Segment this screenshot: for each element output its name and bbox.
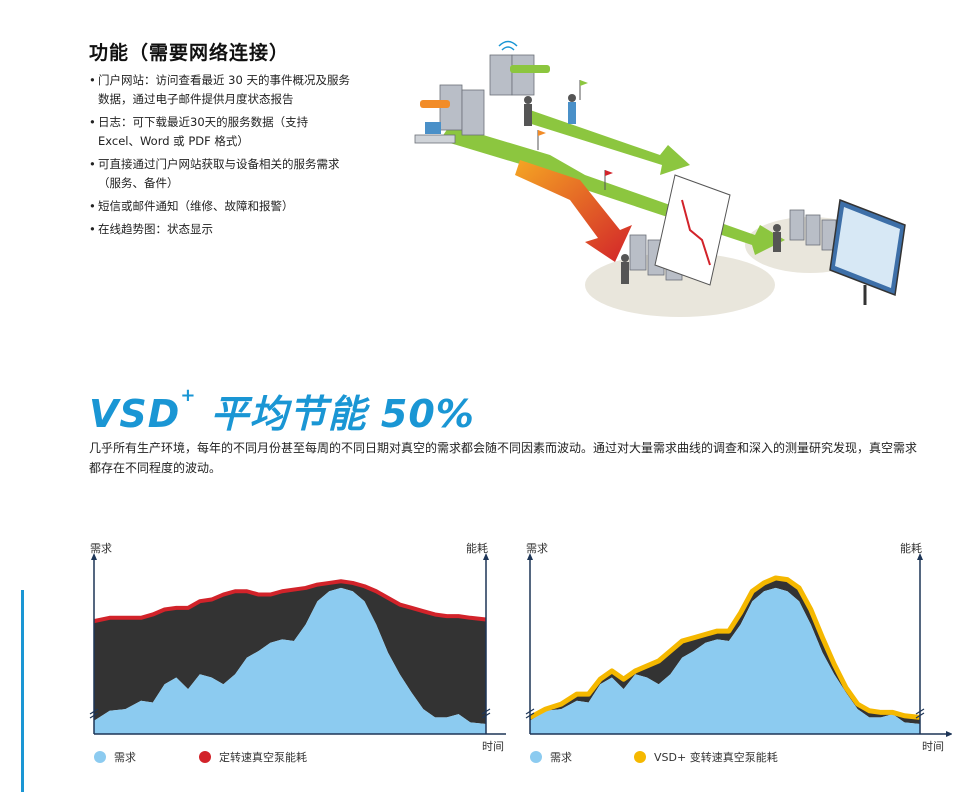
feature-item: 门户网站：访问查看最近 30 天的事件概况及服务数据，通过电子邮件提供月度状态报… [89,71,409,109]
features-title: 功能（需要网络连接） [89,42,290,64]
y-axis-label: 需求 [90,542,112,555]
legend-swatch-demand [94,751,106,763]
section-intro: 几乎所有生产环境，每年的不同月份甚至每周的不同日期对真空的需求都会随不同因素而波… [89,441,918,475]
y-axis-arrow [527,553,533,560]
legend-label-demand: 需求 [550,751,572,764]
y2-axis-label: 能耗 [466,541,488,555]
chart-plot-area [89,553,506,735]
y-axis-arrow [91,553,97,560]
axis-break [89,708,99,715]
legend-label-energy: VSD+ 变转速真空泵能耗 [654,750,778,764]
energy-series-line [93,579,487,624]
features-block: 功能（需要网络连接） 门户网站：访问查看最近 30 天的事件概况及服务数据，通过… [89,38,409,243]
legend-swatch-energy [634,751,646,763]
features-list: 门户网站：访问查看最近 30 天的事件概况及服务数据，通过电子邮件提供月度状态报… [89,71,409,239]
axis-break [89,712,99,719]
feature-item: 短信或邮件通知（维修、故障和报警） [89,197,409,216]
legend-swatch-energy [199,751,211,763]
axis-break [525,712,535,719]
axis-break [525,708,535,715]
axis-break [481,712,491,719]
y2-axis-label: 能耗 [900,541,922,555]
energy-series-line [528,575,921,720]
legend-swatch-demand [530,751,542,763]
axis-break [915,712,925,719]
axis-break [481,708,491,715]
feature-item: 可直接通过门户网站获取与设备相关的服务需求（服务、备件） [89,155,409,193]
x-axis-label: 时间 [482,740,504,753]
network-illustration [414,40,906,317]
axis-break [915,708,925,715]
chart-fixed-speed: 需求 能耗 时间 需求 定转速真空泵能耗 [89,541,506,764]
energy-gap-area [94,581,486,725]
accent-bar [21,590,24,792]
y-axis-label: 需求 [526,542,548,555]
legend-label-demand: 需求 [114,751,136,764]
y2-axis-arrow [917,553,923,560]
y2-axis-arrow [483,553,489,560]
chart-plot-area [525,553,952,737]
chart-vsd: 需求 能耗 时间 需求 VSD+ 变转速真空泵能耗 [525,541,952,764]
section-title: VSD+ 平均节能 50% [89,385,475,436]
demand-series-area [530,587,920,734]
feature-item: 在线趋势图：状态显示 [89,220,409,239]
legend-label-energy: 定转速真空泵能耗 [219,750,307,764]
x-axis-label: 时间 [922,740,944,753]
demand-series-area [94,587,486,734]
x-axis-arrow [946,731,952,737]
